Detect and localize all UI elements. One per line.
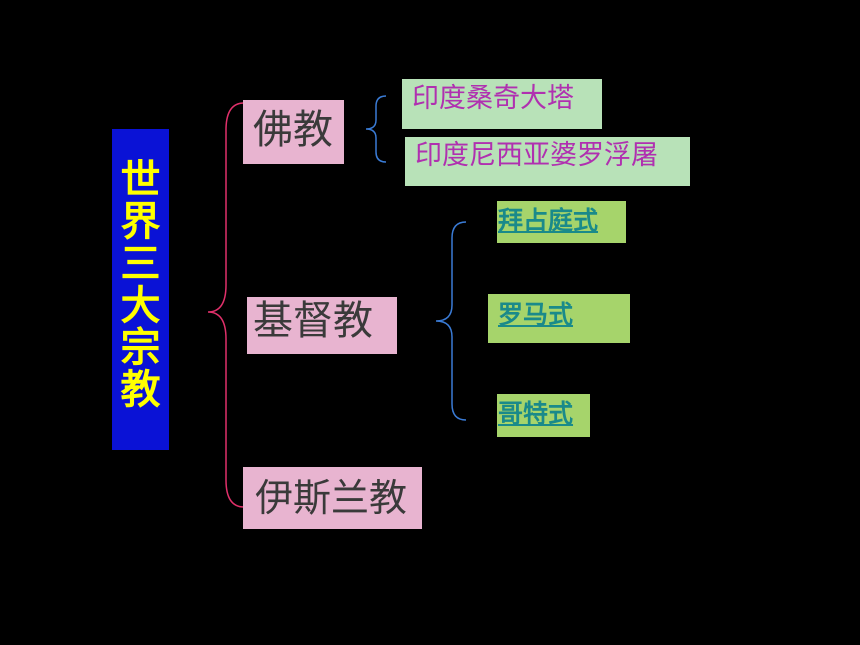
christianity-brace — [435, 221, 467, 421]
root-node-world-three-religions: 世界三大宗教 — [112, 129, 169, 450]
buddhism-item-borobudur: 印度尼西亚婆罗浮屠 — [405, 137, 690, 186]
main-brace — [207, 102, 245, 508]
christianity-link-gothic[interactable]: 哥特式 — [497, 394, 590, 437]
buddhism-item-sanchi-stupa: 印度桑奇大塔 — [402, 79, 602, 129]
buddhism-brace — [365, 95, 387, 163]
religion-node-buddhism: 佛教 — [243, 100, 344, 164]
religion-node-islam: 伊斯兰教 — [243, 467, 422, 529]
christianity-link-byzantine[interactable]: 拜占庭式 — [497, 201, 626, 243]
christianity-link-romanesque[interactable]: 罗马式 — [488, 294, 630, 343]
religion-node-christianity: 基督教 — [247, 297, 397, 354]
